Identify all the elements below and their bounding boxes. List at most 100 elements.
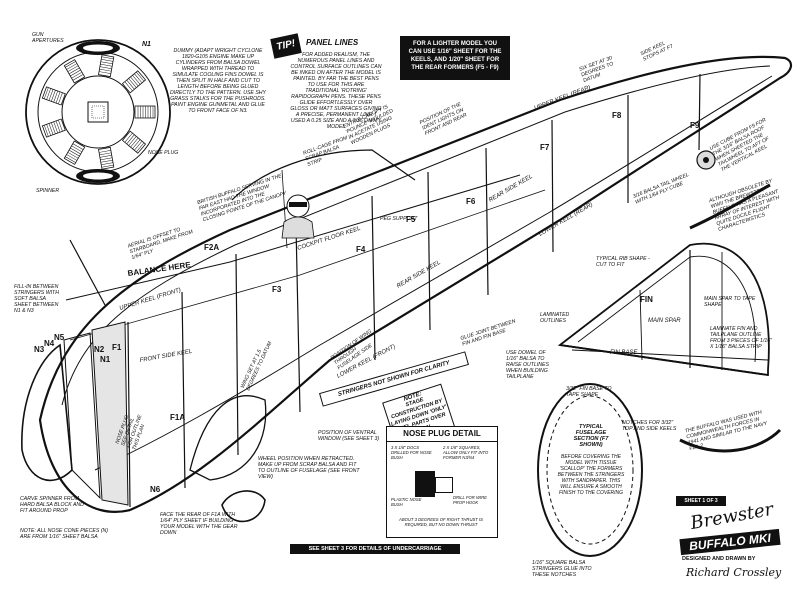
cooling-fin [134, 140, 143, 151]
rib-shape-note: TYPICAL RIB SHAPE - CUT TO FIT [596, 256, 650, 268]
cooling-fin [68, 149, 80, 157]
cooling-fin [130, 76, 139, 87]
nose-label-n2: N2 [94, 345, 105, 354]
nose-plug-detail-title: NOSE PLUG DETAIL [387, 427, 497, 442]
cooling-fin [51, 90, 56, 102]
cooling-fin [100, 159, 113, 163]
cooling-fin [66, 154, 78, 161]
fin-base-label: FIN BASE [610, 350, 638, 356]
front-side-keel-label: FRONT SIDE KEEL [139, 349, 193, 364]
stringers-note: 1/16" SQUARE BALSA STRINGERS GLUE INTO T… [532, 560, 592, 578]
cylinder [63, 59, 86, 84]
cooling-fin [44, 125, 49, 137]
nose-label-n4: N4 [44, 339, 55, 348]
cooling-fin [134, 73, 143, 84]
cooling-fin [46, 124, 51, 136]
cooling-fin [101, 59, 114, 62]
laminate-fin-note: LAMINATE FIN AND TAILPLANE OUTLINE FROM … [710, 326, 772, 350]
cooling-fin [124, 132, 133, 143]
cockpit-floor-label: COCKPIT FLOOR KEEL [297, 226, 362, 252]
cooling-fin [136, 71, 145, 82]
cooling-fin [70, 147, 81, 155]
nose-plug-detail-a: 3 X 1/8" DOCS DRILLED FOR NOSE BUSH [391, 445, 432, 460]
cooling-fin [72, 74, 84, 81]
cooling-fin [66, 63, 78, 70]
cooling-fin [98, 71, 111, 74]
former-label-f9: F9 [690, 121, 700, 130]
carve-spinner-note: CARVE SPINNER FROM HARD BALSA BLOCK AND … [20, 496, 84, 514]
former-label-f5: F5 [406, 215, 416, 224]
nose-label-n6: N6 [150, 485, 161, 494]
laminated-note: LAMINATED OUTLINES [540, 312, 570, 324]
cooling-fin [58, 92, 63, 105]
ventral-note: POSITION OF VENTRAL WINDOW (SEE SHEET 3) [318, 430, 380, 442]
notches-note: NOTCHES FOR 3/32" TOP AND SIDE KEELS [622, 420, 677, 432]
fin-label: FIN [640, 295, 653, 304]
nose-label-n5: N5 [54, 333, 65, 342]
cooling-fin [71, 145, 83, 153]
cooling-fin [100, 157, 113, 161]
cooling-fin [100, 63, 113, 67]
cooling-fin [99, 68, 112, 72]
fill-between-note: FILL-IN BETWEEN STRINGERS WITH SOFT BALS… [14, 284, 59, 314]
fuselage-section-view [537, 383, 643, 557]
cowl-front-view [25, 39, 171, 185]
cooling-fin [67, 152, 79, 159]
cooling-fin [132, 139, 141, 149]
cooling-fin [65, 61, 76, 68]
nose-plug-detail-c: PLASTIC NOSE BUSH [391, 497, 422, 507]
cooling-fin [126, 134, 135, 145]
tip-title: PANEL LINES [306, 38, 359, 47]
main-spar-note: MAIN SPAR TO TAPE SHAPE [704, 296, 756, 308]
cooling-fin [44, 87, 49, 99]
balance-here-label: BALANCE HERE [127, 260, 192, 278]
cooling-fin [124, 81, 133, 92]
cooling-fin [72, 143, 84, 150]
former-label-f3: F3 [272, 285, 282, 294]
sheet-label: SHEET 1 OF 3 [676, 496, 726, 506]
nose-plug-detail-d: DRILL FOR WIRE PROP HOOK [453, 495, 487, 505]
nose-plug-label: NOSE PLUG [148, 150, 179, 156]
cooling-fin [46, 88, 51, 100]
cooling-fin [136, 142, 145, 153]
fuselage-side-view [21, 55, 793, 523]
upper-keel-front-label: UPPER KEEL (FRONT) [119, 287, 182, 311]
cooling-fin [100, 61, 113, 65]
rear-side-keel-bottom-label: REAR SIDE KEEL [396, 260, 442, 290]
cooling-fin [128, 78, 137, 88]
nose-plug-block [415, 471, 435, 497]
cooling-fin [48, 89, 54, 101]
nose-label-n1: N1 [100, 355, 111, 364]
former-label-f4: F4 [356, 245, 366, 254]
cooling-fin [53, 121, 59, 134]
cooling-fin [65, 156, 76, 163]
fin-view [557, 242, 770, 377]
engine-note: DUMMY (ADAPT WRIGHT CYCLONE 1820-G105 EN… [170, 48, 266, 114]
title-block: SHEET 1 OF 3 Brewster BUFFALO MkI DESIGN… [676, 496, 794, 594]
nose-plug-detail-box: NOSE PLUG DETAIL 3 X 1/8" DOCS DRILLED F… [386, 426, 498, 538]
former-label-f7: F7 [540, 143, 550, 152]
former-label-f2a: F2A [204, 243, 219, 252]
cooling-fin [128, 136, 137, 146]
engine-cylinders [41, 54, 156, 170]
designed-label: DESIGNED AND DRAWN BY [682, 556, 756, 562]
cooling-fin [101, 56, 114, 60]
cylinder [134, 105, 156, 119]
cooling-fin [130, 137, 139, 148]
cooling-fin [68, 67, 80, 75]
cooling-fin [132, 75, 141, 85]
cooling-fin [55, 91, 61, 104]
nose-plug-detail-e: ABOUT 3 DEGREES OF RIGHT THRUST IS REQUI… [399, 517, 483, 527]
gun-apertures-label: GUN APERTURES [32, 32, 64, 44]
spinner-label: SPINNER [36, 188, 60, 194]
lower-keel-rear-label: LOWER KEEL (REAR) [538, 202, 594, 238]
n1-label: N1 [142, 41, 151, 48]
cooling-fin [99, 66, 112, 69]
fuselage-section-title: TYPICAL FUSELAGE SECTION (F7 SHOWN) [573, 424, 609, 448]
fin-base-note: 3/32" FIN BASE TO TAPE SHAPE [566, 386, 612, 398]
rear-side-keel-top-label: REAR SIDE KEEL [488, 174, 534, 204]
former-label-f8: F8 [612, 111, 622, 120]
nose-plug-detail-b: 2 X 1/8" SQUARES, ALLOW ONLY FIT INTO FO… [443, 445, 489, 460]
nose-bush-block [435, 477, 453, 493]
